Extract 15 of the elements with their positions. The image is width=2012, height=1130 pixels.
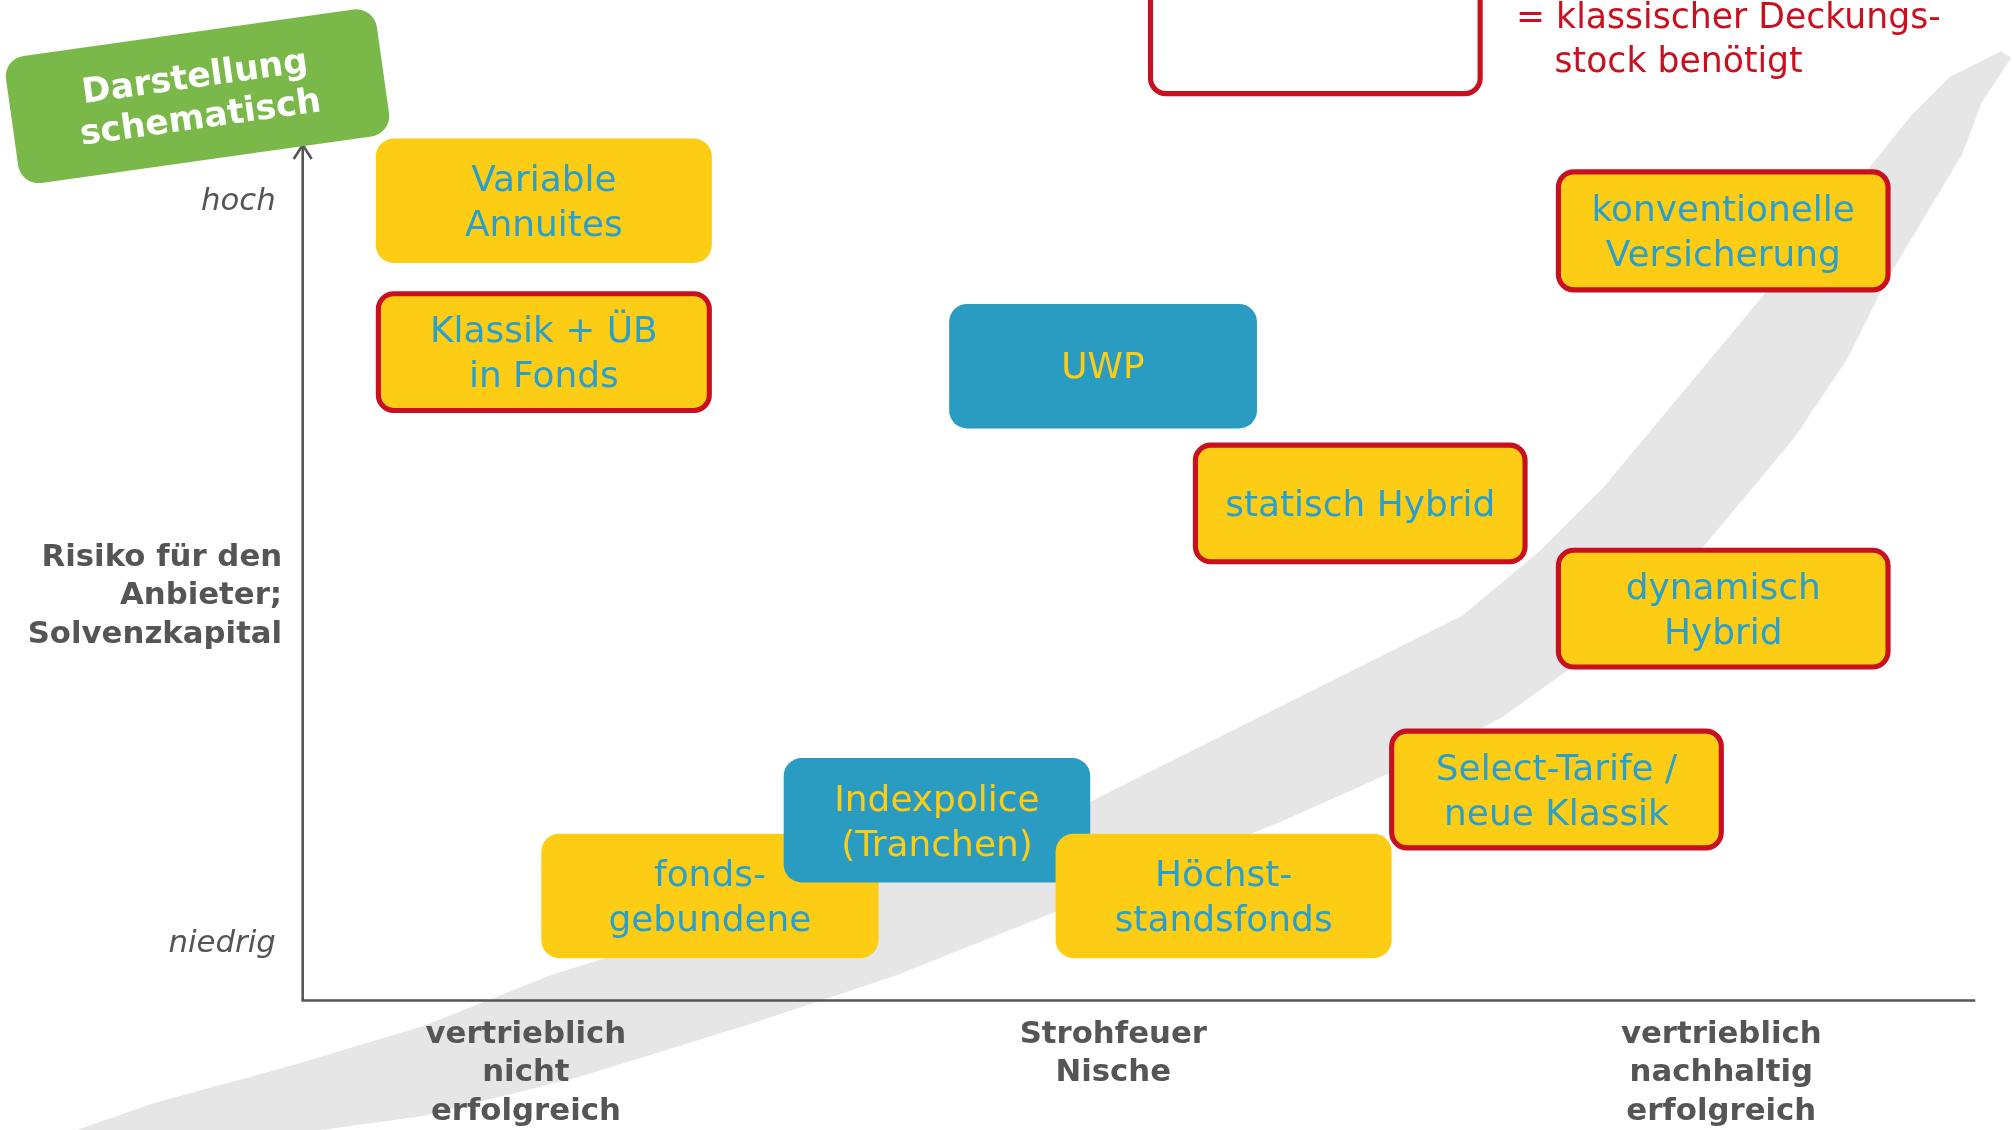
axis-label: vertrieblich nicht erfolgreich: [424, 1013, 628, 1129]
product-box: Klassik + ÜB in Fonds: [375, 291, 712, 413]
axis-label: vertrieblich nachhaltig erfolgreich: [1619, 1013, 1823, 1129]
product-box: UWP: [949, 304, 1257, 429]
legend-text: = klassischer Deckungs- stock benötigt: [1516, 0, 1942, 82]
product-box: Variable Annuites: [375, 138, 712, 263]
product-box: statisch Hybrid: [1192, 442, 1528, 565]
axis-label: Strohfeuer Nische: [1018, 1013, 1208, 1091]
product-box: konventionelle Versicherung: [1555, 169, 1891, 293]
product-box: Select-Tarife / neue Klassik: [1389, 728, 1724, 851]
axis-tick-label: niedrig: [167, 922, 276, 961]
axis-label: Risiko für den Anbieter; Solvenzkapital: [26, 536, 283, 652]
product-box: dynamisch Hybrid: [1555, 547, 1891, 670]
product-box: Indexpolice (Tranchen): [783, 758, 1091, 883]
product-box: Höchst- standsfonds: [1055, 833, 1392, 959]
